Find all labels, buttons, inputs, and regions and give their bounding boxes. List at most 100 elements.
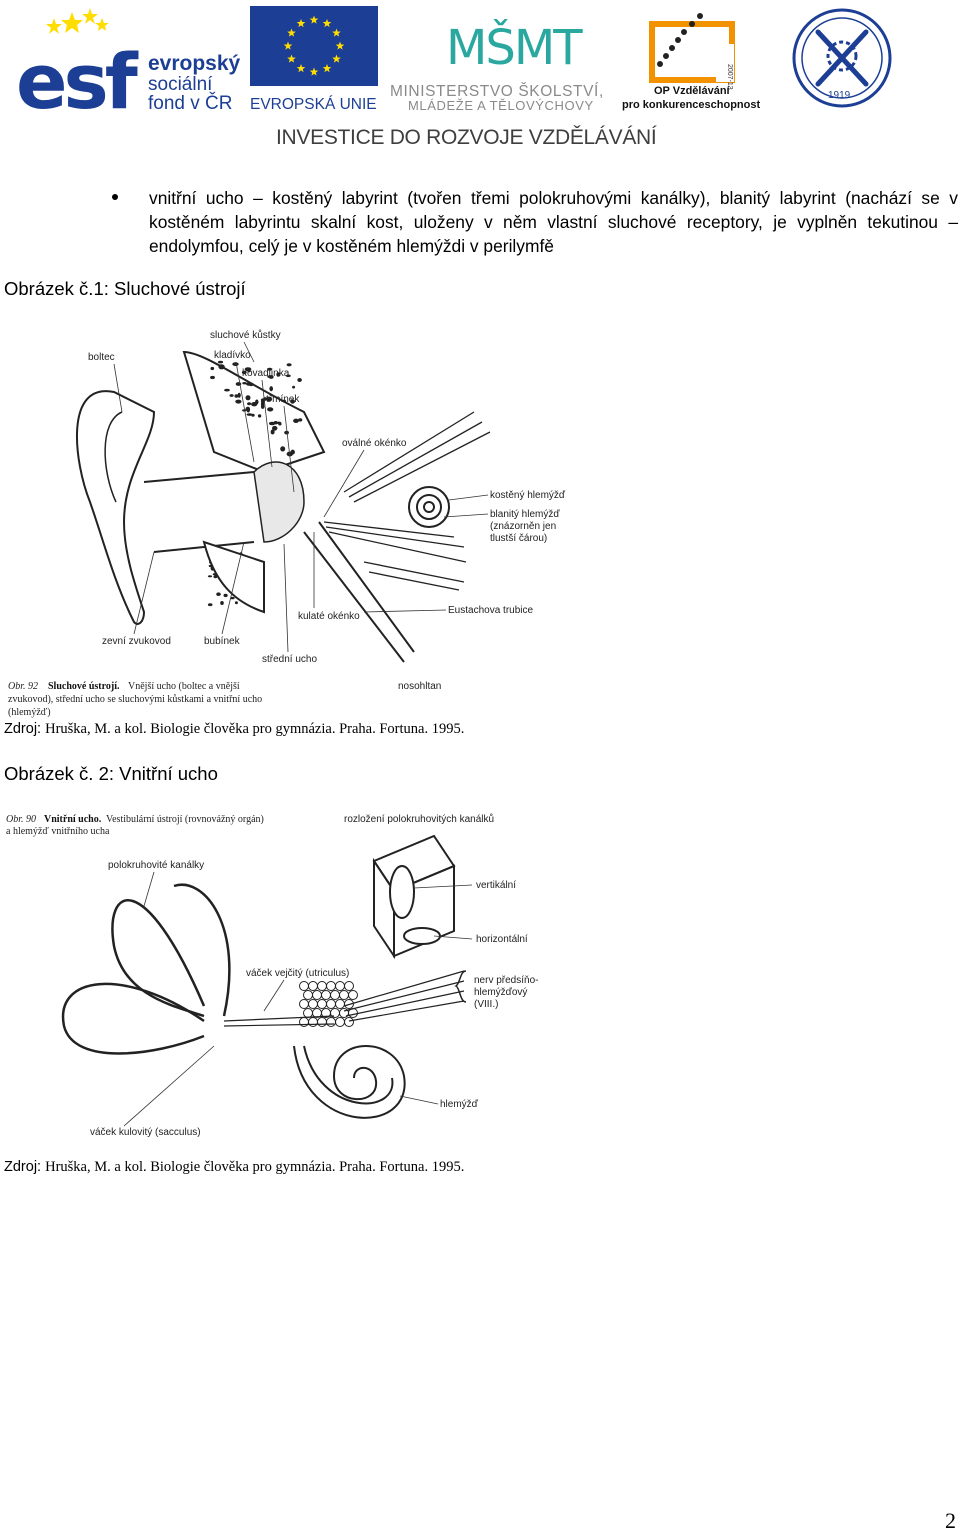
bone-dot: [207, 575, 213, 578]
ganglion-cell: [348, 990, 358, 1000]
fig2-obr-title: Vnitřní ucho.: [44, 814, 102, 825]
label-vertikalni: vertikální: [476, 880, 516, 891]
fig2-obr-line-1: Vestibulární ústrojí (rovnovážný orgán): [106, 814, 264, 825]
fig2-obr-num: Obr. 90: [6, 814, 36, 825]
university-seal-logo: 1919: [792, 8, 892, 108]
eu-star-icon: [287, 54, 296, 63]
msmt-text-1: MINISTERSTVO ŠKOLSTVÍ,: [390, 83, 604, 100]
label-eustachova-trubice: Eustachova trubice: [448, 605, 533, 616]
bone-dot: [266, 396, 273, 402]
bone-dot: [273, 421, 278, 425]
bone-dot: [261, 404, 265, 409]
ganglion-cell: [321, 990, 331, 1000]
figure1-caption: Obrázek č.1: Sluchové ústrojí: [4, 278, 246, 299]
page-number: 2: [945, 1508, 956, 1533]
bone-dot: [272, 425, 278, 431]
label-kulate-okenko: kulaté okénko: [298, 611, 360, 622]
bone-dot: [270, 429, 275, 435]
ganglion-cell: [339, 990, 349, 1000]
ganglion-cell: [303, 990, 313, 1000]
eu-star-icon: [287, 28, 296, 37]
bone-dot: [241, 370, 247, 375]
bone-dot: [219, 364, 223, 367]
bone-dot: [210, 375, 215, 380]
bone-dot: [257, 414, 262, 418]
bone-dot: [285, 374, 291, 378]
ganglion-cell: [303, 1008, 313, 1018]
eu-star-icon: [332, 54, 341, 63]
ganglion-cell: [299, 981, 309, 991]
header-logos: esf evropský sociální fond v ČR EVROPSKÁ…: [0, 0, 960, 160]
bone-dot: [268, 421, 276, 426]
ganglion-cell: [317, 999, 327, 1009]
bone-dot: [246, 413, 253, 416]
label-rozlozeni: rozložení polokruhovitých kanálků: [344, 813, 494, 825]
eu-star-icon: [283, 41, 293, 50]
esf-text-2: sociální: [148, 74, 213, 95]
ganglion-cell: [344, 1017, 354, 1027]
op-text-2: pro konkurenceschopnost: [622, 99, 760, 111]
label-nerv-1: nerv předsíňo-: [474, 975, 538, 986]
ganglion-cell: [326, 981, 336, 991]
ganglion-cell: [326, 1017, 336, 1027]
label-ovalne-okenko: oválné okénko: [342, 438, 407, 449]
bone-dot: [237, 392, 241, 398]
seal-year: 1919: [828, 90, 851, 101]
ganglion-cell: [317, 1017, 327, 1027]
figure2-source-ref: Hruška, M. a kol. Biologie člověka pro g…: [45, 1159, 465, 1175]
label-horizontalni: horizontální: [476, 934, 528, 945]
bone-dot: [244, 367, 252, 372]
ganglion-cell: [326, 999, 336, 1009]
bone-dot: [290, 399, 295, 404]
esf-logo: esf evropský sociální fond v ČR: [16, 6, 241, 112]
bone-dot: [232, 362, 239, 366]
bone-dot: [223, 593, 228, 598]
bone-dot: [286, 363, 292, 367]
bone-dot: [230, 596, 235, 600]
bullet-item: vnitřní ucho – kostěný labyrint (tvořen …: [112, 186, 958, 258]
label-kovadlinka: kovadlinka: [242, 368, 290, 379]
eu-star-icon: [309, 15, 319, 24]
bone-dot: [229, 394, 234, 397]
bone-dot: [276, 372, 281, 377]
eu-star-icon: [335, 41, 345, 50]
bone-dot: [248, 382, 254, 387]
label-blanity-hlemyzd-3: tlustší čárou): [490, 533, 547, 544]
bone-dot: [224, 388, 230, 392]
nerve-grapes: [299, 981, 358, 1027]
label-trminek: třmínek: [266, 394, 300, 405]
bone-dot: [269, 386, 274, 392]
label-boltec: boltec: [88, 352, 115, 363]
bone-dot: [267, 367, 273, 371]
bone-dot: [235, 399, 242, 404]
bullet-text: vnitřní ucho – kostěný labyrint (tvořen …: [149, 188, 958, 256]
msmt-text-2: MLÁDEŽE A TĚLOVÝCHOVY: [408, 98, 594, 113]
ganglion-cell: [335, 981, 345, 991]
bone-dot: [284, 430, 289, 435]
bone-dot: [220, 601, 224, 605]
esf-text-1: evropský: [148, 52, 241, 75]
tagline: INVESTICE DO ROZVOJE VZDĚLÁVÁNÍ: [276, 126, 657, 149]
label-kosteny-hlemyzd: kostěný hlemýžď: [490, 490, 566, 501]
eu-star-icon: [332, 28, 341, 37]
bone-dot: [234, 394, 239, 398]
fig2-obr-line-2: a hlemýžď vnitřního ucha: [6, 826, 110, 837]
eu-text: EVROPSKÁ UNIE: [250, 96, 377, 112]
bone-dot: [298, 418, 303, 422]
label-blanity-hlemyzd-1: blanitý hlemýžď: [490, 509, 560, 520]
bullet-dot: [112, 194, 118, 200]
bone-dot: [267, 407, 274, 412]
label-kladivko: kladívko: [214, 350, 251, 361]
op-years: 2007-13: [726, 64, 733, 90]
eu-star-icon: [296, 64, 306, 73]
ganglion-cell: [308, 999, 318, 1009]
bone-dot: [242, 382, 247, 385]
figure2-source: Zdroj: Hruška, M. a kol. Biologie člověk…: [4, 1159, 464, 1176]
bone-dot: [242, 409, 247, 412]
ganglion-cell: [335, 999, 345, 1009]
ganglion-cell: [312, 990, 322, 1000]
label-nerv-3: (VIII.): [474, 999, 498, 1010]
label-bubinek: bubínek: [204, 636, 241, 647]
msmt-logo: MŠMT MINISTERSTVO ŠKOLSTVÍ, MLÁDEŽE A TĚ…: [390, 19, 604, 113]
bone-dot: [213, 575, 218, 579]
